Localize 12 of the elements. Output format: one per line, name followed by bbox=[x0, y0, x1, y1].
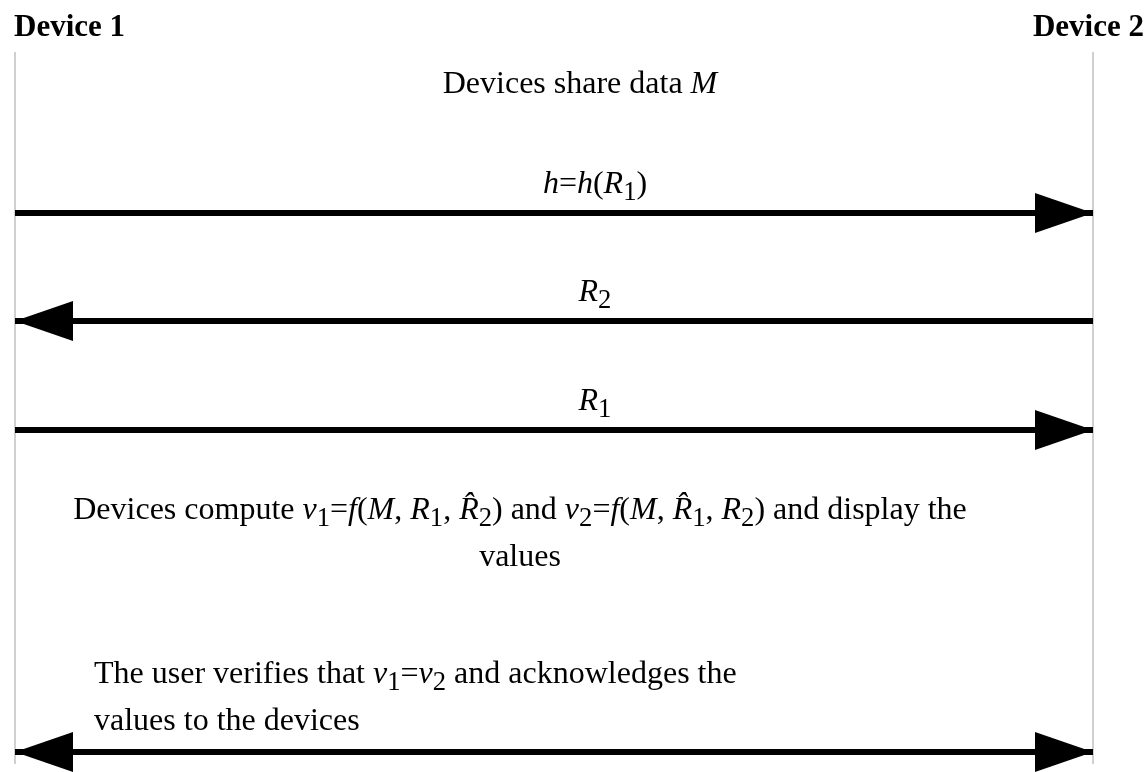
device-heading: Device 2 bbox=[1032, 8, 1144, 43]
arrow bbox=[15, 410, 1093, 450]
arrow bbox=[15, 732, 1093, 772]
note-text: Devices share data M bbox=[441, 63, 720, 102]
edge-label: R$_{2}$ bbox=[577, 271, 613, 317]
edge-label: h=h(R$_{1}$) bbox=[541, 163, 649, 209]
device-heading: Device 1 bbox=[14, 8, 126, 43]
edge-label: The user verifies that v$_{1}$=v$_{2}$ and acknowledges the values to the devices bbox=[94, 653, 738, 739]
note-text: Devices compute v$_{1}$=f(M, R$_{1}$, R̂$_{2}$) and v$_{2}$=f(M, R̂$_{1}$, R$_{2}$) and display the values bbox=[72, 489, 968, 576]
arrow bbox=[15, 301, 1093, 341]
arrow bbox=[15, 193, 1093, 233]
edge-label: R$_{1}$ bbox=[577, 380, 613, 426]
